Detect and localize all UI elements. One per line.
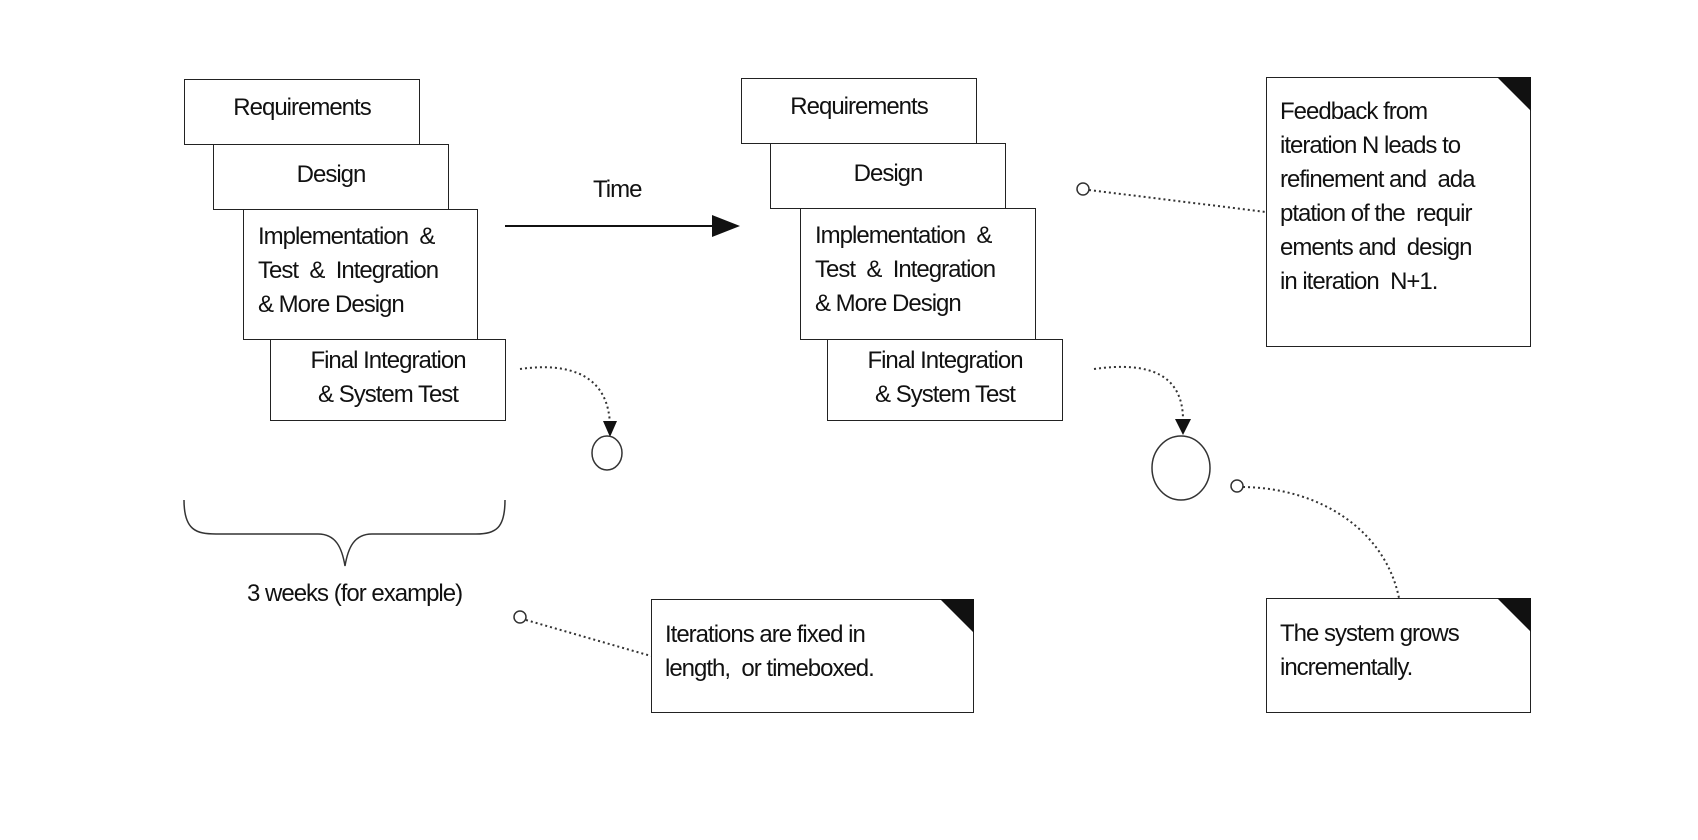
iteration-n-implementation-box: Implementation & Test & Integration & Mo… (243, 209, 478, 340)
feedback-note-folded-corner (1497, 77, 1531, 111)
iteration-n-design-label: Design (296, 161, 367, 188)
output-arrow-1-head (603, 421, 617, 437)
iteration-n-final-line-2: & System Test (318, 381, 459, 408)
iteration-n1-implementation-line-2: Test & Integration (815, 256, 996, 283)
feedback-note-line-4: ptation of the requir (1280, 200, 1472, 227)
iteration-n1-implementation-box: Implementation & Test & Integration & Mo… (800, 208, 1036, 340)
iteration-n1-requirements-label: Requirements (790, 93, 928, 120)
feedback-note-line-1: Feedback from (1280, 98, 1428, 125)
feedback-note-line-5: ements and design (1280, 234, 1472, 261)
iteration-n-requirements-label: Requirements (233, 94, 371, 121)
timeboxed-note-line-2: length, or timeboxed. (665, 655, 875, 682)
feedback-note-line-6: in iteration N+1. (1280, 268, 1438, 295)
iteration-n-requirements-box: Requirements (184, 79, 420, 145)
grows-note-anchor (1230, 479, 1244, 493)
time-arrow-head (712, 215, 740, 237)
iteration-n1-final-integration-box: Final Integration & System Test (827, 339, 1063, 421)
output-arrow-2 (1093, 365, 1184, 421)
output-arrow-2-head (1175, 419, 1191, 435)
system-small-circle (591, 435, 623, 471)
time-label: Time (593, 176, 642, 203)
timeboxed-note-anchor (513, 610, 527, 624)
feedback-note-connector (1088, 189, 1267, 213)
iteration-n-implementation-line-3: & More Design (258, 291, 405, 318)
iteration-n-implementation-line-1: Implementation & (258, 223, 435, 250)
feedback-note-anchor (1076, 182, 1090, 196)
grows-note-line-2: incrementally. (1280, 654, 1413, 681)
iteration-n-design-box: Design (213, 144, 449, 210)
iteration-n1-design-box: Design (770, 143, 1006, 209)
iteration-n-implementation-line-2: Test & Integration (258, 257, 439, 284)
grows-note-connector (1242, 486, 1400, 599)
system-large-circle (1151, 435, 1211, 501)
feedback-note-line-3: refinement and ada (1280, 166, 1475, 193)
grows-note-line-1: The system grows (1280, 620, 1460, 647)
output-arrow-1 (519, 366, 611, 429)
feedback-note-line-2: iteration N leads to (1280, 132, 1461, 159)
iteration-n1-requirements-box: Requirements (741, 78, 977, 144)
duration-brace (183, 499, 506, 567)
timeboxed-note: Iterations are fixed in length, or timeb… (651, 599, 974, 713)
iteration-n1-implementation-line-1: Implementation & (815, 222, 992, 249)
iteration-n-final-integration-box: Final Integration & System Test (270, 339, 506, 421)
grows-note-folded-corner (1497, 598, 1531, 632)
timeboxed-note-folded-corner (940, 599, 974, 633)
grows-note: The system grows incrementally. (1266, 598, 1531, 713)
iteration-n1-design-label: Design (853, 160, 924, 187)
iteration-n1-implementation-line-3: & More Design (815, 290, 962, 317)
timeboxed-note-line-1: Iterations are fixed in (665, 621, 866, 648)
feedback-note: Feedback from iteration N leads to refin… (1266, 77, 1531, 347)
duration-label: 3 weeks (for example) (247, 580, 463, 607)
iteration-n1-final-line-1: Final Integration (867, 347, 1023, 374)
timeboxed-note-connector (525, 619, 652, 657)
iteration-n1-final-line-2: & System Test (875, 381, 1016, 408)
iteration-n-final-line-1: Final Integration (310, 347, 466, 374)
